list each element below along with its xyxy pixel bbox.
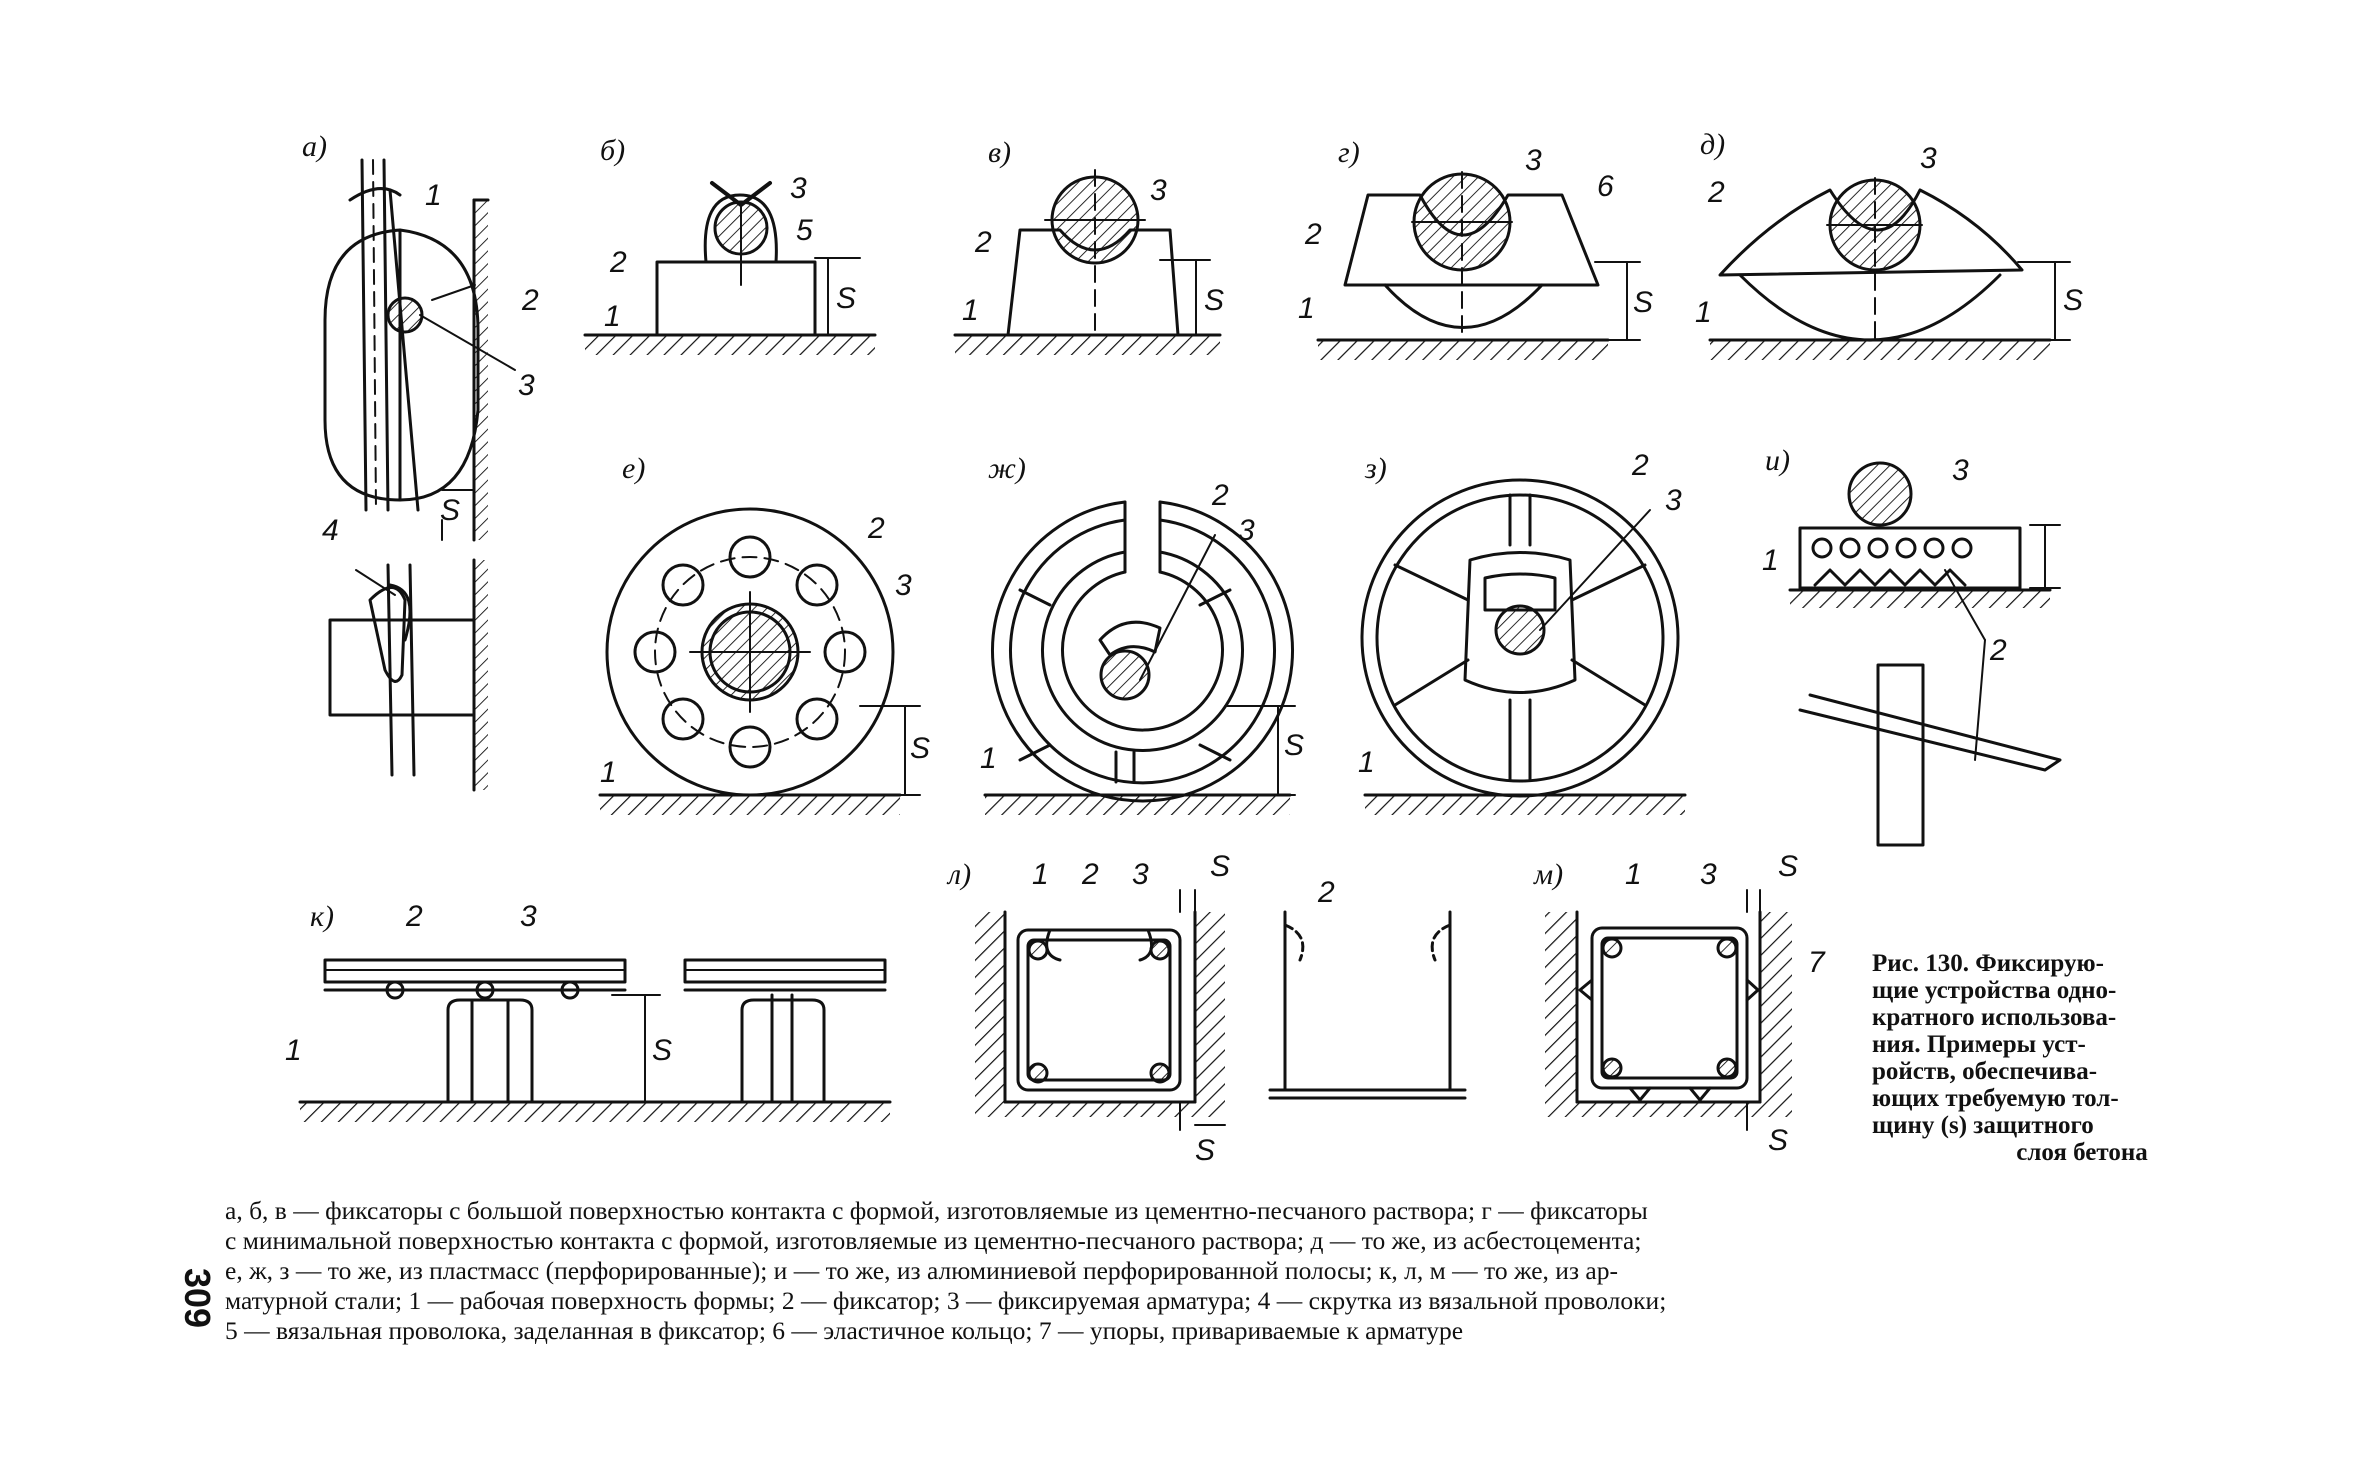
figure-legend: а, б, в — фиксаторы с большой поверхност… (225, 1196, 2205, 1346)
mark-i-1: 1 (1762, 544, 1779, 577)
mark-b-1: 1 (604, 300, 621, 333)
panel-v-drawing (953, 169, 1222, 355)
legend-line: с минимальной поверхностью контакта с фо… (225, 1226, 1642, 1255)
mark-l-detail-2: 2 (1317, 876, 1335, 909)
mark-g-2: 2 (1304, 218, 1322, 251)
mark-k-1: 1 (285, 1034, 302, 1067)
mark-zh-2: 2 (1211, 479, 1229, 512)
caption-line: кратного использова- (1872, 1004, 2117, 1031)
caption-line: щие устройства одно- (1872, 977, 2117, 1004)
panel-b-drawing (583, 181, 877, 355)
mark-e-3: 3 (895, 569, 912, 602)
mark-l-s: S (1210, 850, 1230, 883)
panel-label-zh: ж) (988, 452, 1026, 485)
mark-v-1: 1 (962, 294, 979, 327)
mark-a-s: S (440, 494, 460, 527)
figure-caption: Рис. 130. Фиксирую- щие устройства одно-… (1872, 950, 2292, 1166)
mark-k-2: 2 (405, 900, 423, 933)
mark-d-1: 1 (1695, 296, 1712, 329)
caption-line: Рис. 130. Фиксирую- (1872, 950, 2104, 977)
panel-label-v: в) (988, 136, 1011, 169)
mark-m-1: 1 (1625, 858, 1642, 891)
page-number: 309 (177, 1268, 218, 1329)
mark-a-2: 2 (521, 284, 539, 317)
legend-line: 5 — вязальная проволока, заделанная в фи… (225, 1316, 1464, 1345)
caption-line: слоя бетона (2016, 1139, 2148, 1166)
mark-i-3: 3 (1952, 454, 1969, 487)
mark-k-3: 3 (520, 900, 537, 933)
panel-zh-drawing (983, 500, 1296, 815)
panel-g-drawing (1316, 171, 1641, 360)
mark-b-3: 3 (790, 172, 807, 205)
mark-l-s-bottom: S (1195, 1134, 1215, 1167)
mark-zh-1: 1 (980, 742, 997, 775)
mark-e-s: S (910, 732, 930, 765)
mark-b-2: 2 (609, 246, 627, 279)
panel-label-k: к) (310, 900, 334, 933)
mark-z-3: 3 (1665, 484, 1682, 517)
mark-b-5: 5 (796, 214, 813, 247)
panel-l-drawing (975, 889, 1467, 1131)
mark-z-2: 2 (1631, 449, 1649, 482)
panel-z-drawing (1360, 478, 1687, 815)
mark-m-7: 7 (1808, 946, 1826, 979)
caption-line: ющих требуемую тол- (1872, 1085, 2119, 1112)
panel-label-e: е) (622, 452, 645, 485)
mark-m-s-bottom: S (1768, 1124, 1788, 1157)
mark-zh-3: 3 (1238, 514, 1255, 547)
mark-g-1: 1 (1298, 292, 1315, 325)
panel-label-l: л) (946, 858, 971, 891)
mark-e-2: 2 (867, 512, 885, 545)
mark-g-6: 6 (1597, 170, 1614, 203)
panel-label-g: г) (1338, 136, 1360, 169)
caption-line: ройств, обеспечива- (1872, 1058, 2098, 1085)
mark-d-2: 2 (1707, 176, 1725, 209)
panel-label-b: б) (600, 134, 625, 167)
caption-line: ния. Примеры уст- (1872, 1031, 2086, 1058)
mark-i-2: 2 (1989, 634, 2007, 667)
legend-line: а, б, в — фиксаторы с большой поверхност… (225, 1196, 1648, 1225)
mark-v-2: 2 (974, 226, 992, 259)
panel-a-drawing (323, 158, 516, 792)
mark-g-s: S (1633, 286, 1653, 319)
mark-k-s: S (652, 1034, 672, 1067)
panel-label-z: з) (1364, 452, 1387, 485)
mark-z-1: 1 (1358, 746, 1375, 779)
mark-d-3: 3 (1920, 142, 1937, 175)
mark-m-3: 3 (1700, 858, 1717, 891)
mark-e-1: 1 (600, 756, 617, 789)
mark-a-3: 3 (518, 369, 535, 402)
mark-m-s: S (1778, 850, 1798, 883)
mark-a-1: 1 (425, 179, 442, 212)
mark-a-4: 4 (322, 514, 339, 547)
panel-d-drawing (1708, 177, 2071, 360)
panel-i-drawing (1788, 461, 2062, 847)
mark-l-3: 3 (1132, 858, 1149, 891)
mark-l-1: 1 (1032, 858, 1049, 891)
panel-e-drawing (598, 507, 921, 815)
panel-label-i: и) (1765, 444, 1790, 477)
panel-k-drawing (298, 958, 892, 1122)
mark-v-3: 3 (1150, 174, 1167, 207)
panel-m-drawing (1545, 889, 1792, 1131)
mark-b-s: S (836, 282, 856, 315)
panel-label-d: д) (1700, 128, 1725, 161)
mark-v-s: S (1204, 284, 1224, 317)
caption-line: щину (s) защитного (1872, 1112, 2094, 1139)
mark-l-2: 2 (1081, 858, 1099, 891)
legend-line: матурной стали; 1 — рабочая поверхность … (225, 1286, 1667, 1315)
mark-g-3: 3 (1525, 144, 1542, 177)
mark-zh-s: S (1284, 729, 1304, 762)
legend-line: е, ж, з — то же, из пластмасс (перфориро… (225, 1256, 1618, 1285)
mark-d-s: S (2063, 284, 2083, 317)
panel-label-a: а) (302, 130, 327, 163)
panel-label-m: м) (1533, 858, 1563, 891)
